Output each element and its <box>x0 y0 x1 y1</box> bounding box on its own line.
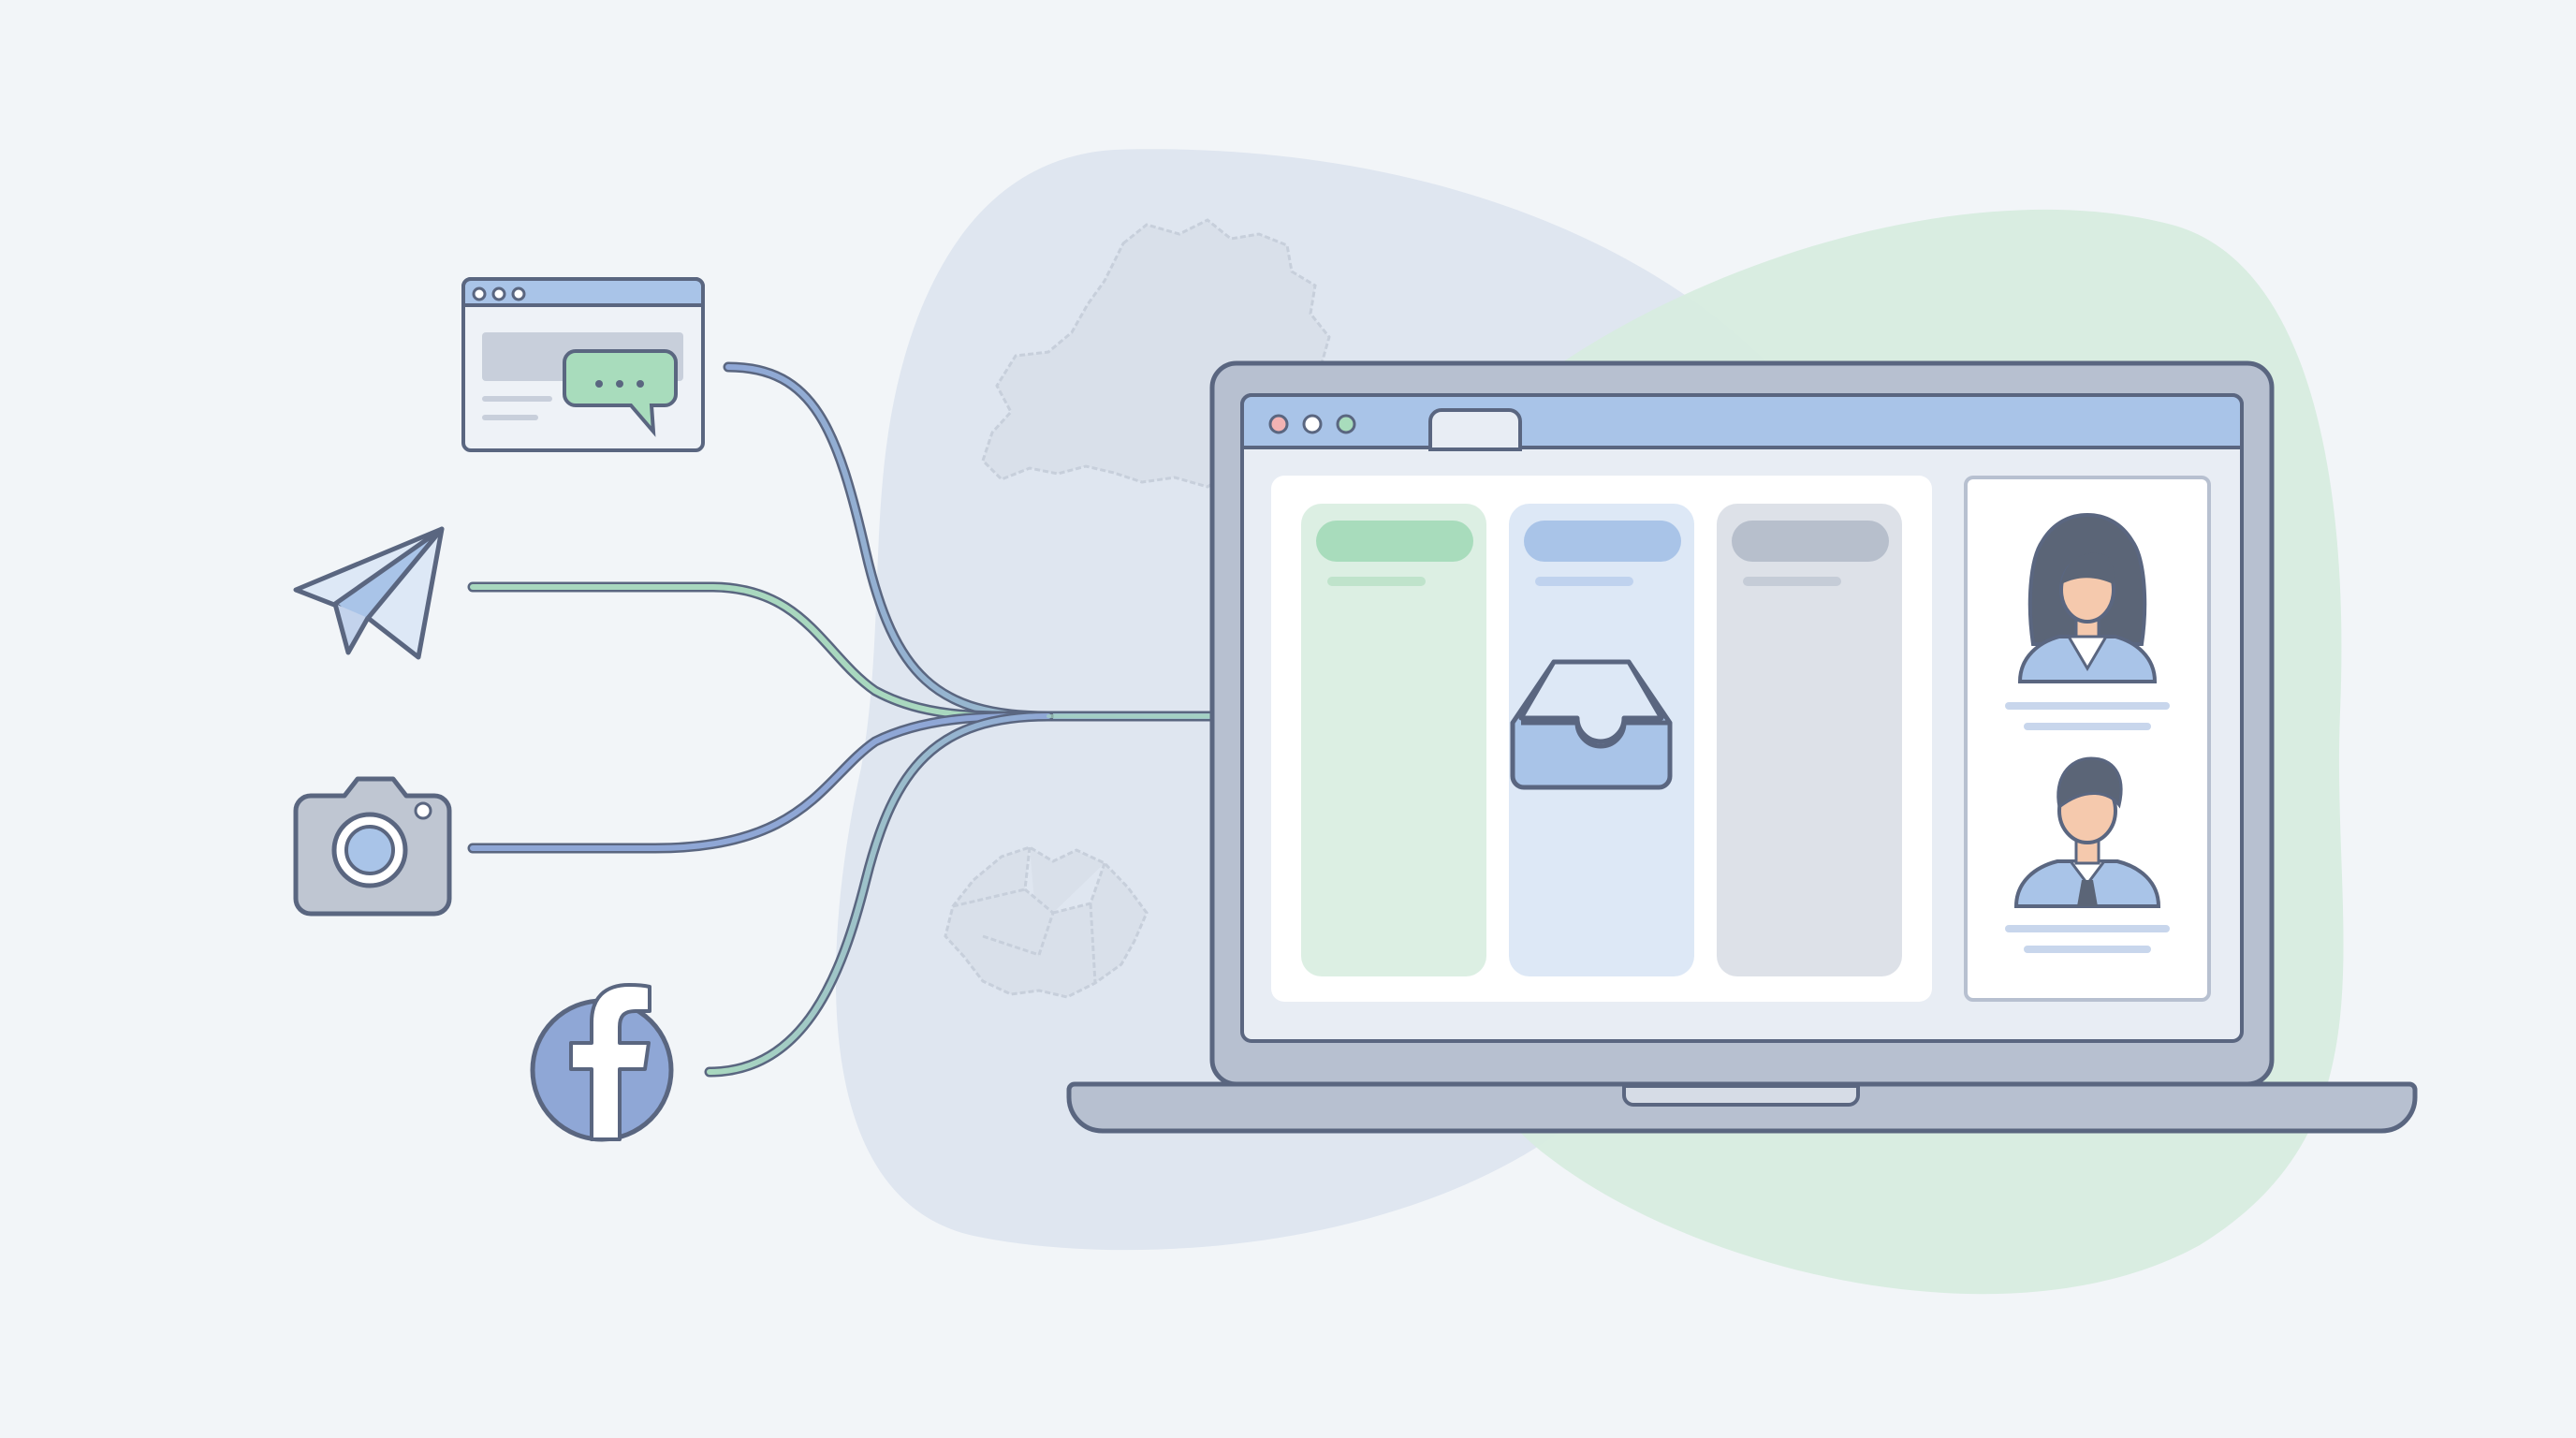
kanban-column-new <box>1301 504 1486 976</box>
website-chat-icon <box>461 277 705 452</box>
telegram-icon <box>293 526 445 660</box>
instagram-icon <box>293 776 452 917</box>
channel-flow-lines <box>467 361 1503 1078</box>
regions-map-outline <box>944 845 1149 999</box>
browser-titlebar <box>1240 393 2244 449</box>
laptop-base <box>1066 1081 2418 1134</box>
agents-panel <box>1964 476 2211 1002</box>
female-agent-avatar-icon <box>2005 512 2170 730</box>
laptop-notch <box>1622 1084 1860 1107</box>
inbox-tray-icon <box>1510 659 1673 790</box>
window-close-dot <box>1268 414 1289 434</box>
window-max-dot <box>1336 414 1356 434</box>
laptop <box>1066 360 2418 1134</box>
browser-tab <box>1428 408 1522 451</box>
chat-bubble-icon <box>563 349 678 437</box>
facebook-icon <box>530 983 674 1142</box>
window-min-dot <box>1302 414 1323 434</box>
male-agent-avatar-icon <box>2005 756 2170 953</box>
kanban-column-done <box>1717 504 1902 976</box>
